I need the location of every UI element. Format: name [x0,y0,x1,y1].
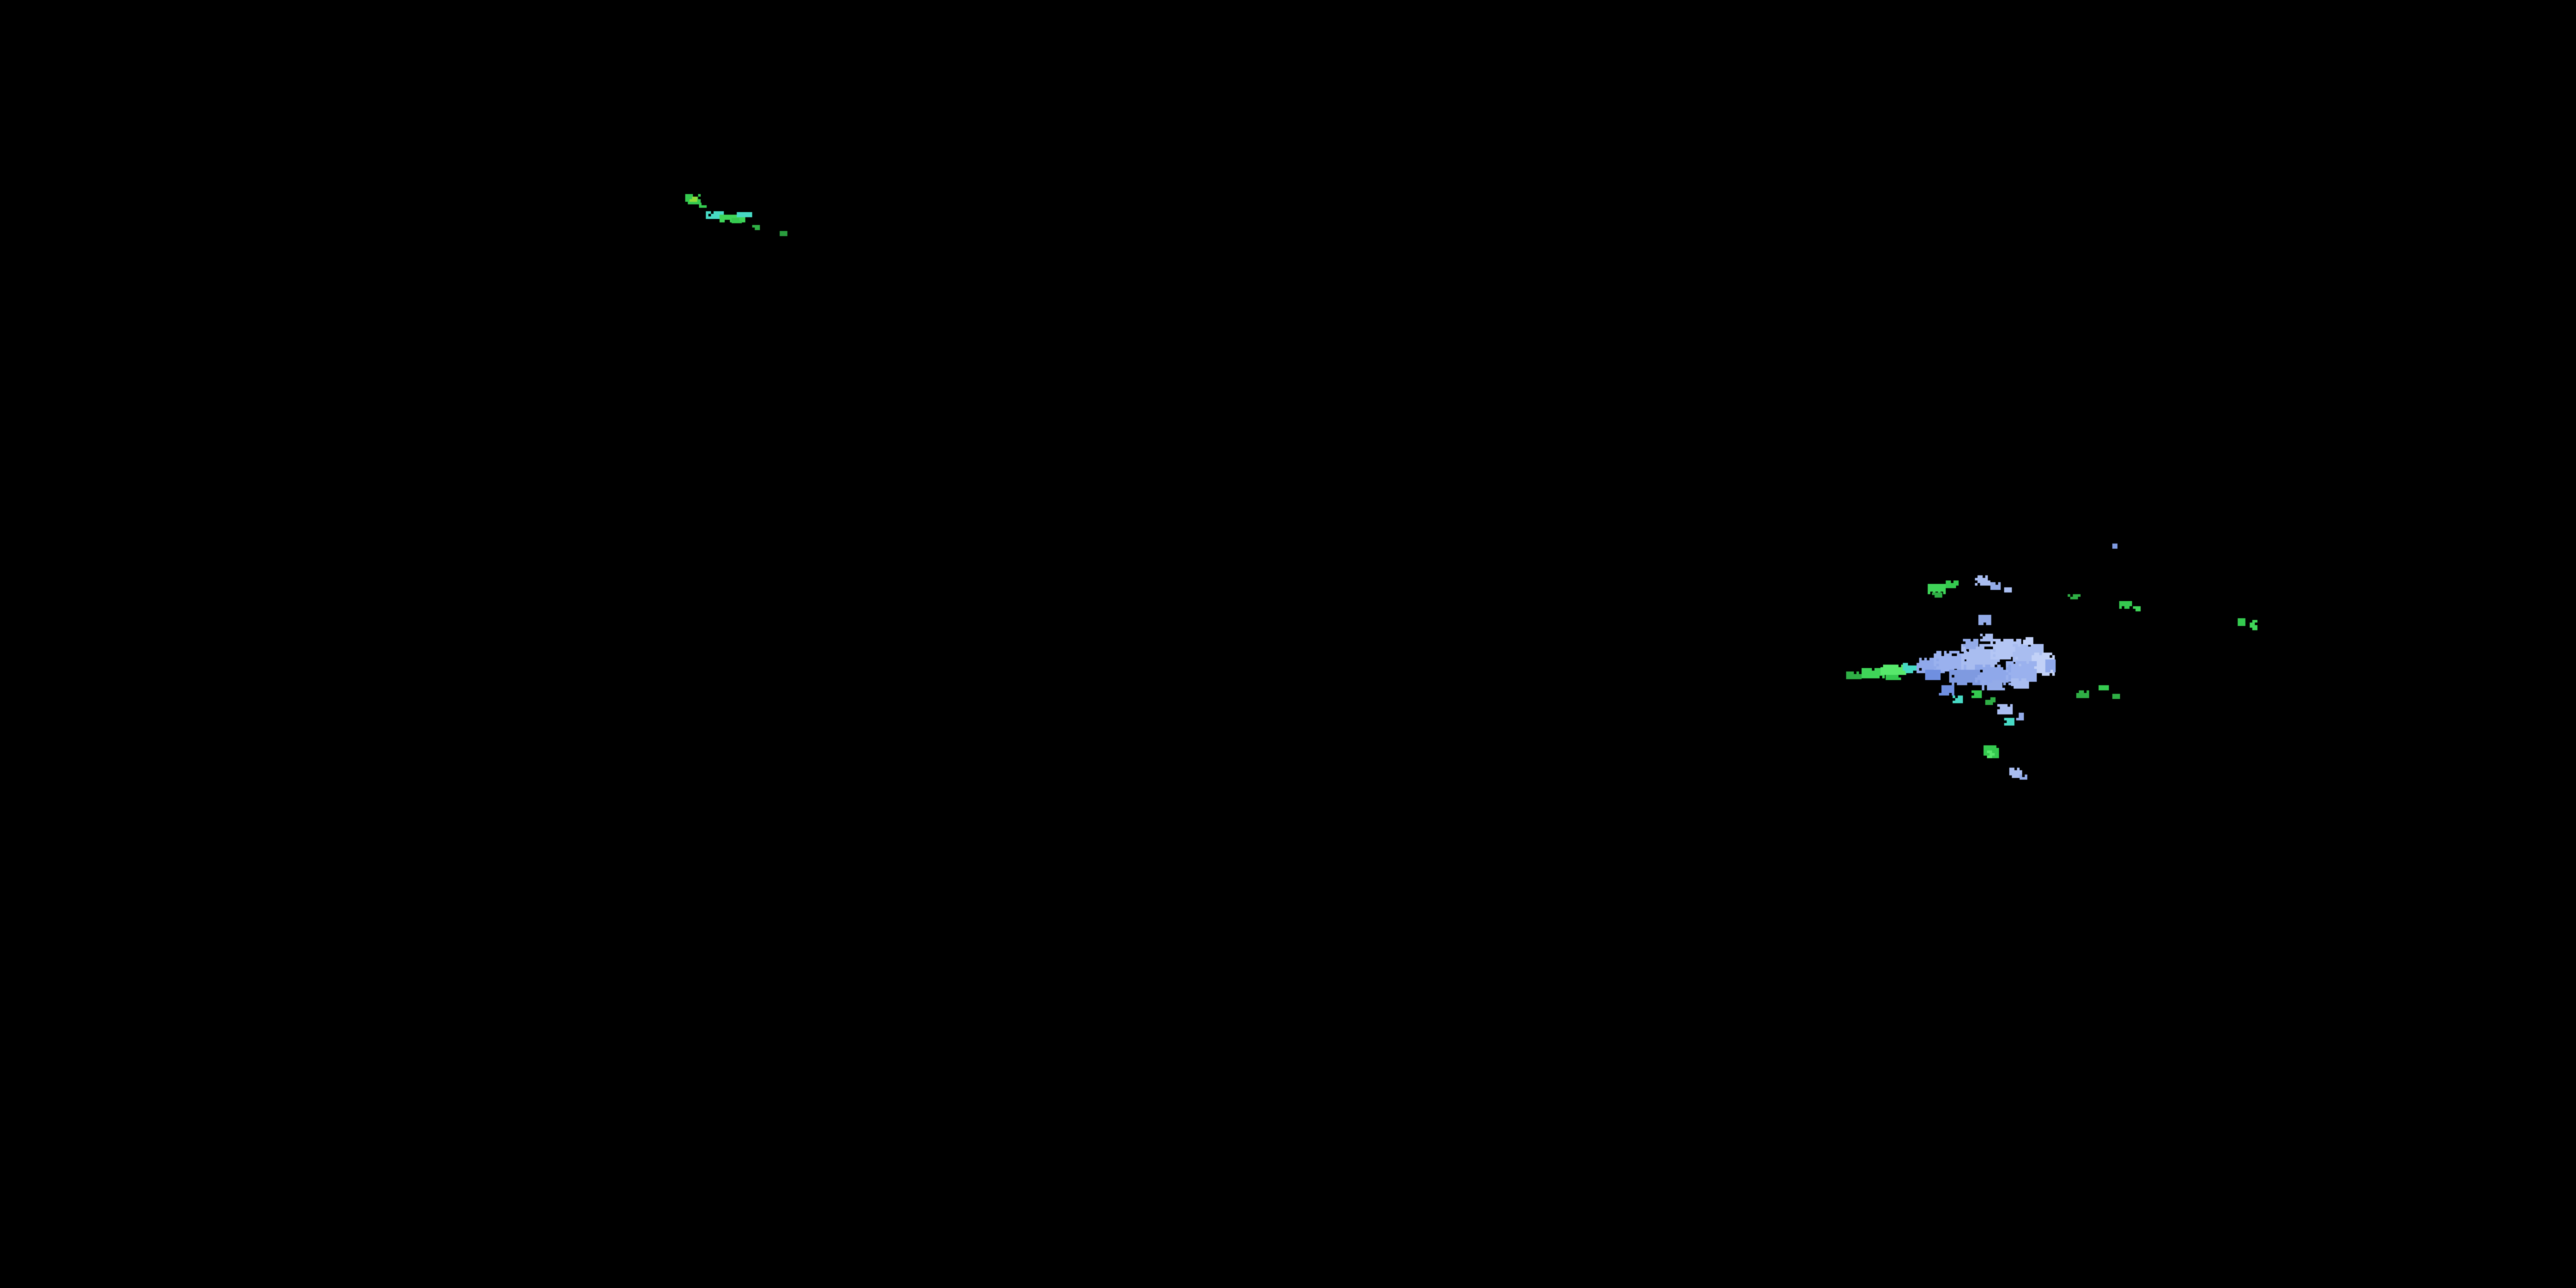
radar-echo-layer [0,0,2576,1288]
radar-view [0,0,2576,1288]
